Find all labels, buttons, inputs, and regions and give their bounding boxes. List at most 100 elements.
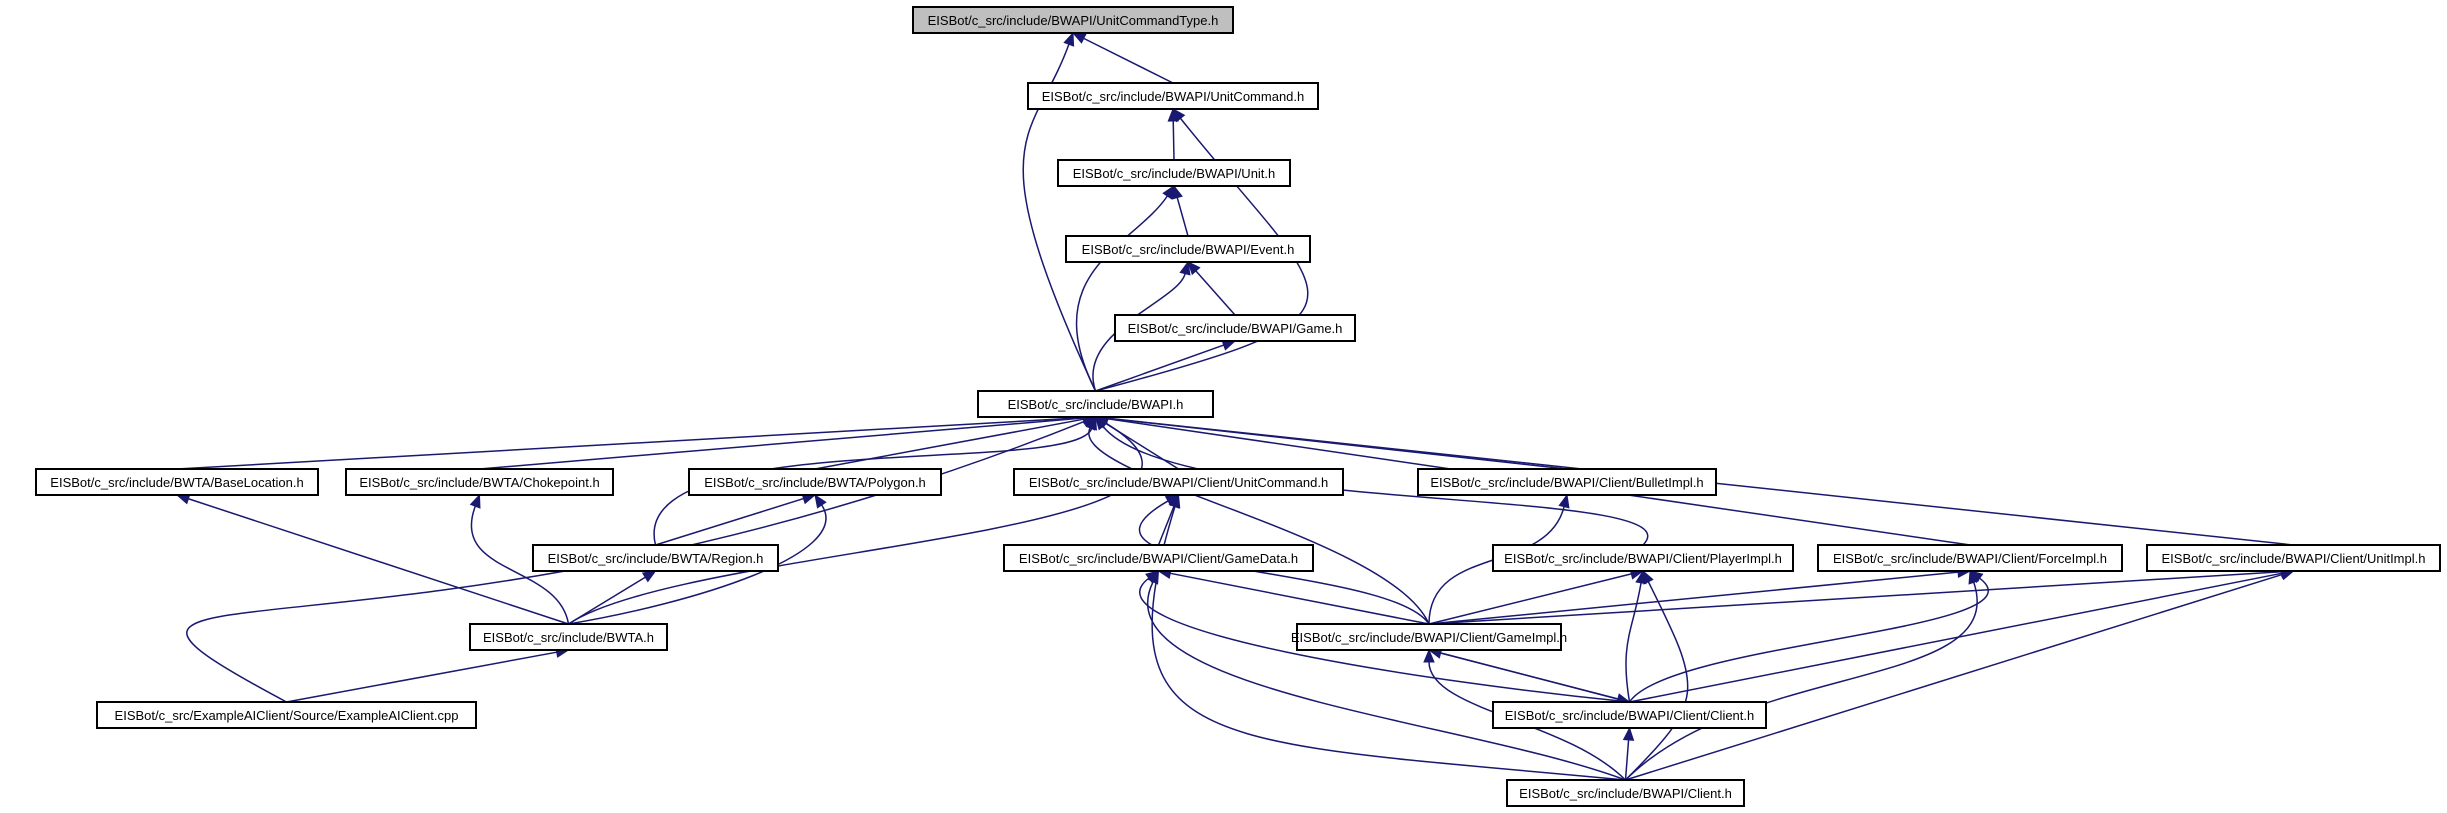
file-node-bwapi[interactable]: EISBot/c_src/include/BWAPI.h	[977, 390, 1214, 418]
edge-gameimpl-to-gamedata	[1157, 567, 1430, 625]
edge-chokepoint-to-bwapi	[479, 412, 1097, 470]
arrowhead	[1063, 31, 1075, 47]
edge-line	[1102, 425, 1648, 546]
edge-line	[1176, 197, 1189, 237]
arrowhead	[1622, 726, 1635, 741]
file-node-label: EISBot/c_src/include/BWAPI/Event.h	[1082, 242, 1295, 257]
file-node-box	[1492, 701, 1767, 729]
arrowhead	[1423, 648, 1435, 663]
file-node-label: EISBot/c_src/include/BWTA.h	[483, 630, 654, 645]
file-node-event[interactable]: EISBot/c_src/include/BWAPI/Event.h	[1065, 235, 1311, 263]
edge-line	[1624, 582, 1978, 781]
file-node-forceimpl[interactable]: EISBot/c_src/include/BWAPI/Client/ForceI…	[1817, 544, 2123, 572]
file-node-bulletimpl[interactable]: EISBot/c_src/include/BWAPI/Client/Bullet…	[1417, 468, 1717, 496]
file-node-label: EISBot/c_src/include/BWAPI/Unit.h	[1073, 166, 1276, 181]
edge-bwapi-to-unitcommand	[1095, 107, 1309, 392]
arrowhead	[641, 570, 657, 583]
arrowhead	[1642, 569, 1654, 585]
file-node-label: EISBot/c_src/include/BWTA/BaseLocation.h	[50, 475, 303, 490]
file-node-unit[interactable]: EISBot/c_src/include/BWAPI/Unit.h	[1057, 159, 1291, 187]
edge-line	[1428, 649, 1619, 700]
edge-line	[1170, 572, 1430, 625]
edge-line	[1629, 572, 2282, 703]
file-node-box	[469, 623, 668, 651]
edge-client-to-unitimpl	[1625, 569, 2295, 781]
file-node-box	[35, 468, 319, 496]
file-node-exampleaiclient[interactable]: EISBot/c_src/ExampleAIClient/Source/Exam…	[96, 701, 477, 729]
edge-line	[1075, 195, 1168, 392]
edge-line	[653, 428, 1093, 546]
file-node-playerimpl[interactable]: EISBot/c_src/include/BWAPI/Client/Player…	[1492, 544, 1794, 572]
file-nodes: EISBot/c_src/include/BWAPI/UnitCommandTy…	[35, 6, 2441, 807]
file-node-label: EISBot/c_src/include/BWAPI/Client/Player…	[1504, 551, 1782, 566]
edge-bwta-to-baselocation	[175, 493, 569, 625]
edge-gameimpl-to-playerimpl	[1428, 568, 1645, 625]
arrowhead	[1147, 569, 1160, 585]
file-node-bwta[interactable]: EISBot/c_src/include/BWTA.h	[469, 623, 668, 651]
edge-polygon-to-bwapi	[814, 413, 1097, 470]
file-node-box	[1492, 544, 1794, 572]
edge-line	[568, 576, 646, 625]
file-node-box	[532, 544, 779, 572]
edge-region-to-polygon	[655, 493, 817, 546]
file-node-box	[1027, 82, 1319, 110]
arrowhead	[1169, 493, 1181, 509]
arrowhead	[1968, 569, 1980, 585]
file-node-unitcommand[interactable]: EISBot/c_src/include/BWAPI/UnitCommand.h	[1027, 82, 1319, 110]
edge-line	[1628, 577, 1990, 703]
file-node-client_client[interactable]: EISBot/c_src/include/BWAPI/Client/Client…	[1492, 701, 1767, 729]
file-node-unitimpl[interactable]: EISBot/c_src/include/BWAPI/Client/UnitIm…	[2146, 544, 2441, 572]
file-node-label: EISBot/c_src/include/BWAPI/Game.h	[1128, 321, 1343, 336]
file-node-client_unitcommand[interactable]: EISBot/c_src/include/BWAPI/Client/UnitCo…	[1013, 468, 1344, 496]
edge-exampleaiclient-to-bwapi	[186, 416, 1097, 703]
arrowhead	[1162, 184, 1175, 200]
edge-client-to-forceimpl	[1624, 569, 1980, 781]
file-node-label: EISBot/c_src/include/BWAPI/Client/GameDa…	[1019, 551, 1298, 566]
edge-line	[1157, 505, 1175, 546]
file-node-game[interactable]: EISBot/c_src/include/BWAPI/Game.h	[1114, 314, 1356, 342]
file-node-box	[688, 468, 942, 496]
edge-line	[470, 505, 570, 625]
edge-line	[1428, 506, 1565, 625]
edge-line	[479, 417, 1084, 470]
edge-bwapi-to-unit	[1075, 184, 1175, 392]
file-node-box	[1817, 544, 2123, 572]
edge-line	[188, 498, 569, 625]
file-node-polygon[interactable]: EISBot/c_src/include/BWTA/Polygon.h	[688, 468, 942, 496]
arrowhead	[1187, 261, 1201, 276]
file-node-unitcommandtype[interactable]: EISBot/c_src/include/BWAPI/UnitCommandTy…	[912, 6, 1234, 34]
arrowhead	[1558, 493, 1570, 509]
arrowhead	[1179, 260, 1191, 276]
edge-bwta-to-polygon	[568, 493, 827, 625]
arrowhead	[1172, 107, 1186, 123]
edge-line	[568, 422, 1143, 625]
edge-line	[286, 651, 557, 703]
edge-line	[1428, 570, 2282, 625]
edge-line	[655, 497, 804, 546]
file-node-label: EISBot/c_src/include/BWTA/Polygon.h	[704, 475, 926, 490]
file-node-gamedata[interactable]: EISBot/c_src/include/BWAPI/Client/GameDa…	[1003, 544, 1314, 572]
file-node-region[interactable]: EISBot/c_src/include/BWTA/Region.h	[532, 544, 779, 572]
dependency-edges	[175, 31, 2295, 781]
edge-line	[186, 420, 1085, 703]
edge-client-to-playerimpl	[1624, 569, 1689, 781]
file-node-label: EISBot/c_src/include/BWAPI/Client/GameIm…	[1291, 630, 1567, 645]
file-node-client[interactable]: EISBot/c_src/include/BWAPI/Client.h	[1506, 779, 1745, 807]
file-node-box	[1506, 779, 1745, 807]
file-node-label: EISBot/c_src/include/BWAPI/Client/UnitIm…	[2162, 551, 2426, 566]
edge-game-to-event	[1187, 261, 1236, 316]
file-node-label: EISBot/c_src/include/BWAPI.h	[1008, 397, 1184, 412]
edge-gameimpl-to-unitimpl	[1428, 566, 2295, 625]
file-node-gameimpl[interactable]: EISBot/c_src/include/BWAPI/Client/GameIm…	[1291, 623, 1567, 651]
file-node-chokepoint[interactable]: EISBot/c_src/include/BWTA/Chokepoint.h	[345, 468, 614, 496]
edge-line	[1428, 573, 1632, 625]
edge-baselocation-to-bwapi	[176, 411, 1097, 470]
file-node-box	[1296, 623, 1562, 651]
file-node-baselocation[interactable]: EISBot/c_src/include/BWTA/BaseLocation.h	[35, 468, 319, 496]
file-node-label: EISBot/c_src/include/BWAPI/UnitCommandTy…	[928, 13, 1219, 28]
edge-event-to-unit	[1171, 184, 1189, 237]
file-node-box	[1003, 544, 1314, 572]
file-node-label: EISBot/c_src/include/BWTA/Region.h	[548, 551, 764, 566]
file-node-label: EISBot/c_src/include/BWAPI/Client/ForceI…	[1833, 551, 2107, 566]
